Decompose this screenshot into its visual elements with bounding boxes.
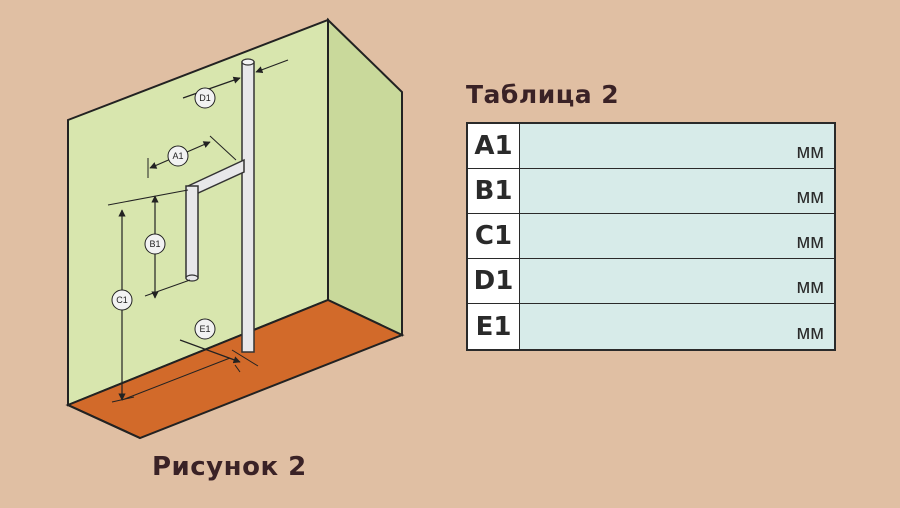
dimension-c1: C1: [111, 209, 135, 403]
dim-label-a1: A1: [172, 151, 183, 161]
figure-caption: Рисунок 2: [152, 452, 307, 482]
row-unit: мм: [796, 322, 825, 344]
dimension-e1: E1: [121, 318, 259, 401]
table-row: E1 мм: [468, 304, 834, 349]
table-title: Таблица 2: [466, 80, 620, 109]
branch-pipe-vertical: [185, 185, 199, 279]
dimension-b1: B1: [144, 195, 166, 299]
branch-pipe-end: [185, 274, 199, 282]
table-row: B1 мм: [468, 169, 834, 214]
row-unit: мм: [796, 231, 825, 253]
row-label: B1: [468, 169, 520, 213]
row-label: A1: [468, 124, 520, 168]
table-row: A1 мм: [468, 124, 834, 169]
table-row: C1 мм: [468, 214, 834, 259]
dim-label-c1: C1: [116, 295, 128, 305]
b1-top-extension: [107, 189, 189, 206]
pipes: [185, 58, 255, 353]
dimensions-table: A1 мм B1 мм C1 мм D1 мм E1 мм: [466, 122, 836, 351]
dimension-a1: A1: [147, 135, 237, 178]
row-label: C1: [468, 214, 520, 258]
dim-label-b1: B1: [149, 239, 160, 249]
vertical-pipe-top: [241, 58, 255, 66]
row-unit: мм: [796, 186, 825, 208]
row-label: E1: [468, 304, 520, 349]
dimension-d1: D1: [182, 59, 289, 109]
row-label: D1: [468, 259, 520, 303]
vertical-pipe: [241, 61, 255, 353]
dim-label-d1: D1: [199, 93, 211, 103]
table-row: D1 мм: [468, 259, 834, 304]
floor-front-edge: [67, 404, 141, 439]
row-unit: мм: [796, 141, 825, 163]
dim-label-e1: E1: [199, 324, 210, 334]
right-wall: [327, 17, 403, 337]
row-unit: мм: [796, 276, 825, 298]
